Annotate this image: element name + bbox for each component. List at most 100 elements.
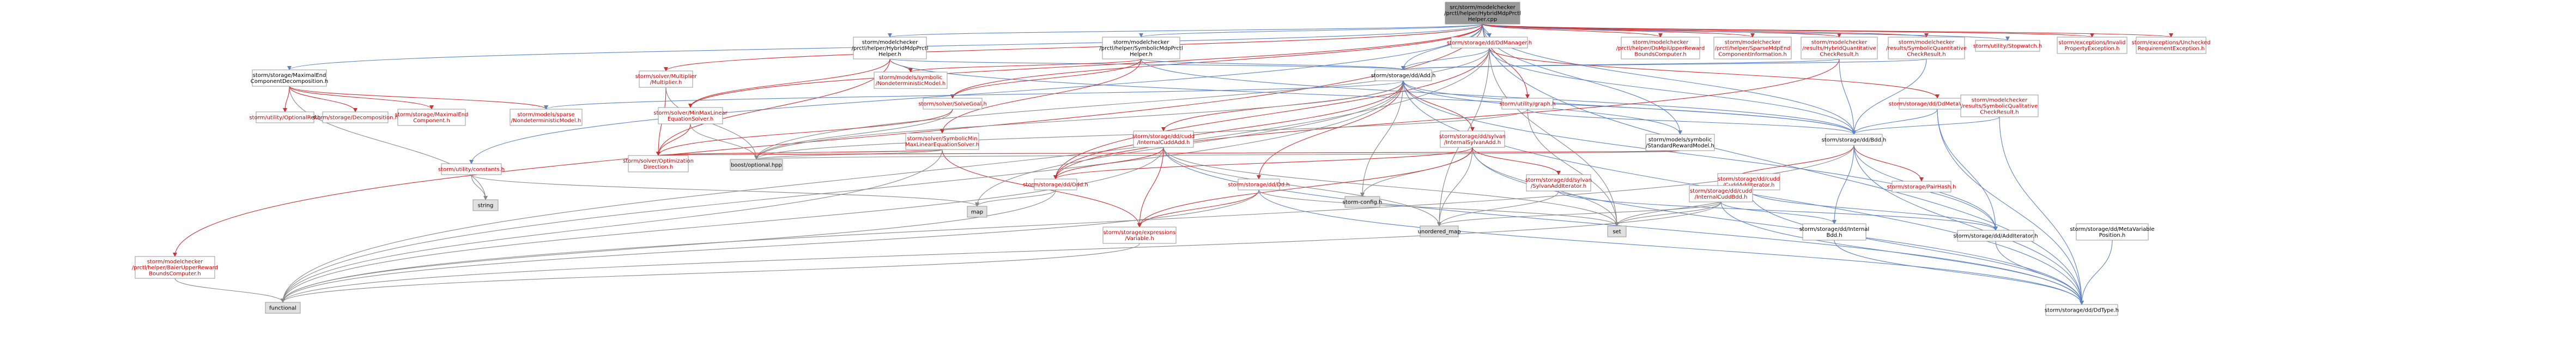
edge-dd_manager-to-odd_h [1053,47,1490,180]
node-box [135,256,215,279]
node-box [265,302,301,314]
node-invalid-prop[interactable]: storm/exceptions/InvalidPropertyExceptio… [2057,37,2128,54]
node-label-line: BoundsComputer.h [1634,52,1687,58]
edge-constants-to-string [471,174,488,200]
edge-dd_manager-to-set [1489,47,1619,226]
node-box [1888,37,1965,59]
node-box [1621,37,1700,59]
edge-sylvan_int_add-to-sylvan_add_iter [1472,147,1561,175]
node-root[interactable]: src/storm/modelchecker/prctl/helper/Hybr… [1444,2,1521,25]
node-pair-hash[interactable]: storm/storage/PairHash.h [1887,181,1956,193]
node-sym-mdp-h[interactable]: storm/modelchecker/prctl/helper/Symbolic… [1099,37,1183,59]
edge-meta_var-to-add_iter [1937,109,1998,231]
edge-sym_quant-to-add_h [1401,58,1927,70]
node-dd-manager[interactable]: storm/storage/dd/DdManager.h [1447,37,1532,49]
edge-add_iter-to-dd_type [1995,241,2084,305]
dependency-nodes: src/storm/modelchecker/prctl/helper/Hybr… [132,2,2211,316]
node-box [628,155,689,172]
node-sylvan-add-iter[interactable]: storm/storage/dd/sylvan/SylvanAddIterato… [1525,174,1592,192]
node-max-end[interactable]: storm/storage/MaximalEndComponentDecompo… [251,69,328,87]
node-add-iter[interactable]: storm/storage/dd/AddIterator.h [1953,230,2038,242]
edge-cudd_int_bdd-to-set [1615,201,1722,226]
node-unchecked-req[interactable]: storm/exceptions/UncheckedRequirementExc… [2132,37,2211,54]
node-sylvan-int-add[interactable]: storm/storage/dd/sylvan/InternalSylvanAd… [1439,130,1506,148]
edge-max_end-to-decomp [289,86,357,112]
node-odd-h[interactable]: storm/storage/dd/Odd.h [1023,178,1088,190]
node-optional-ref[interactable]: storm/utility/OptionalRef.h [249,111,321,123]
node-string: string [472,199,499,211]
node-cudd-int-add[interactable]: storm/storage/dd/cudd/InternalCuddAdd.h [1132,130,1195,148]
node-baier[interactable]: storm/modelchecker/prctl/helper/BaierUpp… [132,256,218,279]
node-hybrid-quant[interactable]: storm/modelchecker/results/HybridQuantit… [1801,37,1878,59]
edge-bdd_h-to-internal_bdd [1832,145,1854,224]
node-bdd-h[interactable]: storm/storage/dd/Bdd.h [1822,134,1887,146]
node-ds-mpi[interactable]: storm/modelchecker/prctl/helper/DsMpiUpp… [1616,37,1705,59]
node-label-line: /StandardRewardModel.h [1646,143,1714,149]
node-cudd-int-bdd[interactable]: storm/storage/dd/cudd/InternalCuddBdd.h [1689,185,1753,202]
edge-sym_mdp_h-to-solve_goal [950,58,1142,99]
node-dd-h[interactable]: storm/storage/dd/Dd.h [1228,178,1290,190]
node-box [1102,37,1180,59]
edge-root-to-dd_type [1482,23,2084,305]
node-solve-goal[interactable]: storm/solver/SolveGoal.h [918,98,987,110]
node-sym-quant[interactable]: storm/modelchecker/results/SymbolicQuant… [1886,37,1967,59]
node-min-max-lin[interactable]: storm/solver/MinMaxLinearEquationSolver.… [653,107,728,124]
edge-min_max_lin-to-solver_opt [656,123,691,156]
node-label-line: storm/storage/dd/Bdd.h [1822,138,1887,144]
node-add-h[interactable]: storm/storage/dd/Add.h [1371,69,1436,81]
node-constants[interactable]: storm/utility/constants.h [438,163,505,175]
node-nondet-sparse[interactable]: storm/models/sparse/NondeterministicMode… [510,109,583,126]
node-label-line: /InternalCuddBdd.h [1695,194,1748,200]
node-hyb-mdp-h[interactable]: storm/modelchecker/prctl/helper/HybridMd… [852,37,929,59]
node-box [905,133,979,150]
node-label-line: storm/modelchecker [1633,40,1689,46]
node-label-line: functional [269,306,296,312]
edge-std_reward-to-solver_opt [658,150,1681,156]
node-std-reward[interactable]: storm/models/symbolic/StandardRewardMode… [1645,134,1715,151]
node-sym-qual[interactable]: storm/modelchecker/results/SymbolicQuali… [1960,94,2039,117]
node-box [1344,196,1380,208]
node-label-line: Position.h [2099,232,2125,238]
edge-sym_mdp_h-to-sym_nondet [908,58,1142,73]
edge-dd_h-to-set [1258,189,1619,226]
edge-meta_var-to-bdd_h [1852,109,1938,135]
edge-max_end-to-optional_ref [283,86,290,112]
node-label-line: /InternalSylvanAdd.h [1444,140,1501,146]
node-label-line: /prctl/helper/HybridMdpPrctl [852,46,929,52]
node-decomp[interactable]: storm/storage/Decomposition.h [312,111,398,123]
node-sym-nondet[interactable]: storm/models/symbolic/NondeterministicMo… [874,71,948,89]
edge-cudd_int_add-to-expressions [1137,147,1164,228]
node-solver-mult[interactable]: storm/solver/Multiplier/Multiplier.h [635,70,697,88]
node-label-line: /prctl/helper/HybridMdpPrctl [1444,11,1521,17]
node-label-line: map [971,210,983,216]
edge-hyb_mdp_h-to-min_max_lin [688,58,890,108]
edge-dd_manager-to-bdd_h [1489,47,1856,135]
edge-root-to-add_h [1401,23,1483,70]
node-dd-type[interactable]: storm/storage/dd/DdType.h [2045,304,2119,316]
node-label-line: storm/modelchecker [1811,40,1868,46]
node-box [322,111,389,123]
node-label-line: storm/storage/dd/cudd [1690,188,1752,194]
node-label-line: set [1613,229,1621,235]
node-graph-h[interactable]: storm/utility/graph.h [1500,98,1556,110]
edge-min_max_lin-to-boost_opt [690,123,759,160]
node-label-line: /prctl/helper/SymbolicMdpPrctl [1099,46,1183,52]
node-box [1689,185,1753,202]
edge-bdd_h-to-dd_type [1853,145,2084,305]
node-label-line: storm/storage/dd/MetaVariable [2070,226,2154,232]
node-label-line: storm/modelchecker [147,259,204,265]
node-sparse-mdp-end[interactable]: storm/modelchecker/prctl/helper/SparseMd… [1713,37,1792,59]
node-label-line: storm/storage/dd/DdMetaVariable.h [1889,102,1986,108]
node-stopwatch[interactable]: storm/utility/Stopwatch.h [1973,40,2042,52]
node-expressions[interactable]: storm/storage/expressions/Variable.h [1102,226,1177,244]
edge-sym_mdp_h-to-bdd_h [1141,58,1856,135]
node-sym-minmax[interactable]: storm/solver/SymbolicMinMaxLinearEquatio… [905,133,979,150]
edge-sylvan_add_iter-to-unordered_map [1437,190,1559,226]
node-label-line: storm/modelchecker [1972,98,2028,104]
node-box [1501,98,1554,110]
node-label-line: /InternalCuddAdd.h [1137,140,1190,146]
